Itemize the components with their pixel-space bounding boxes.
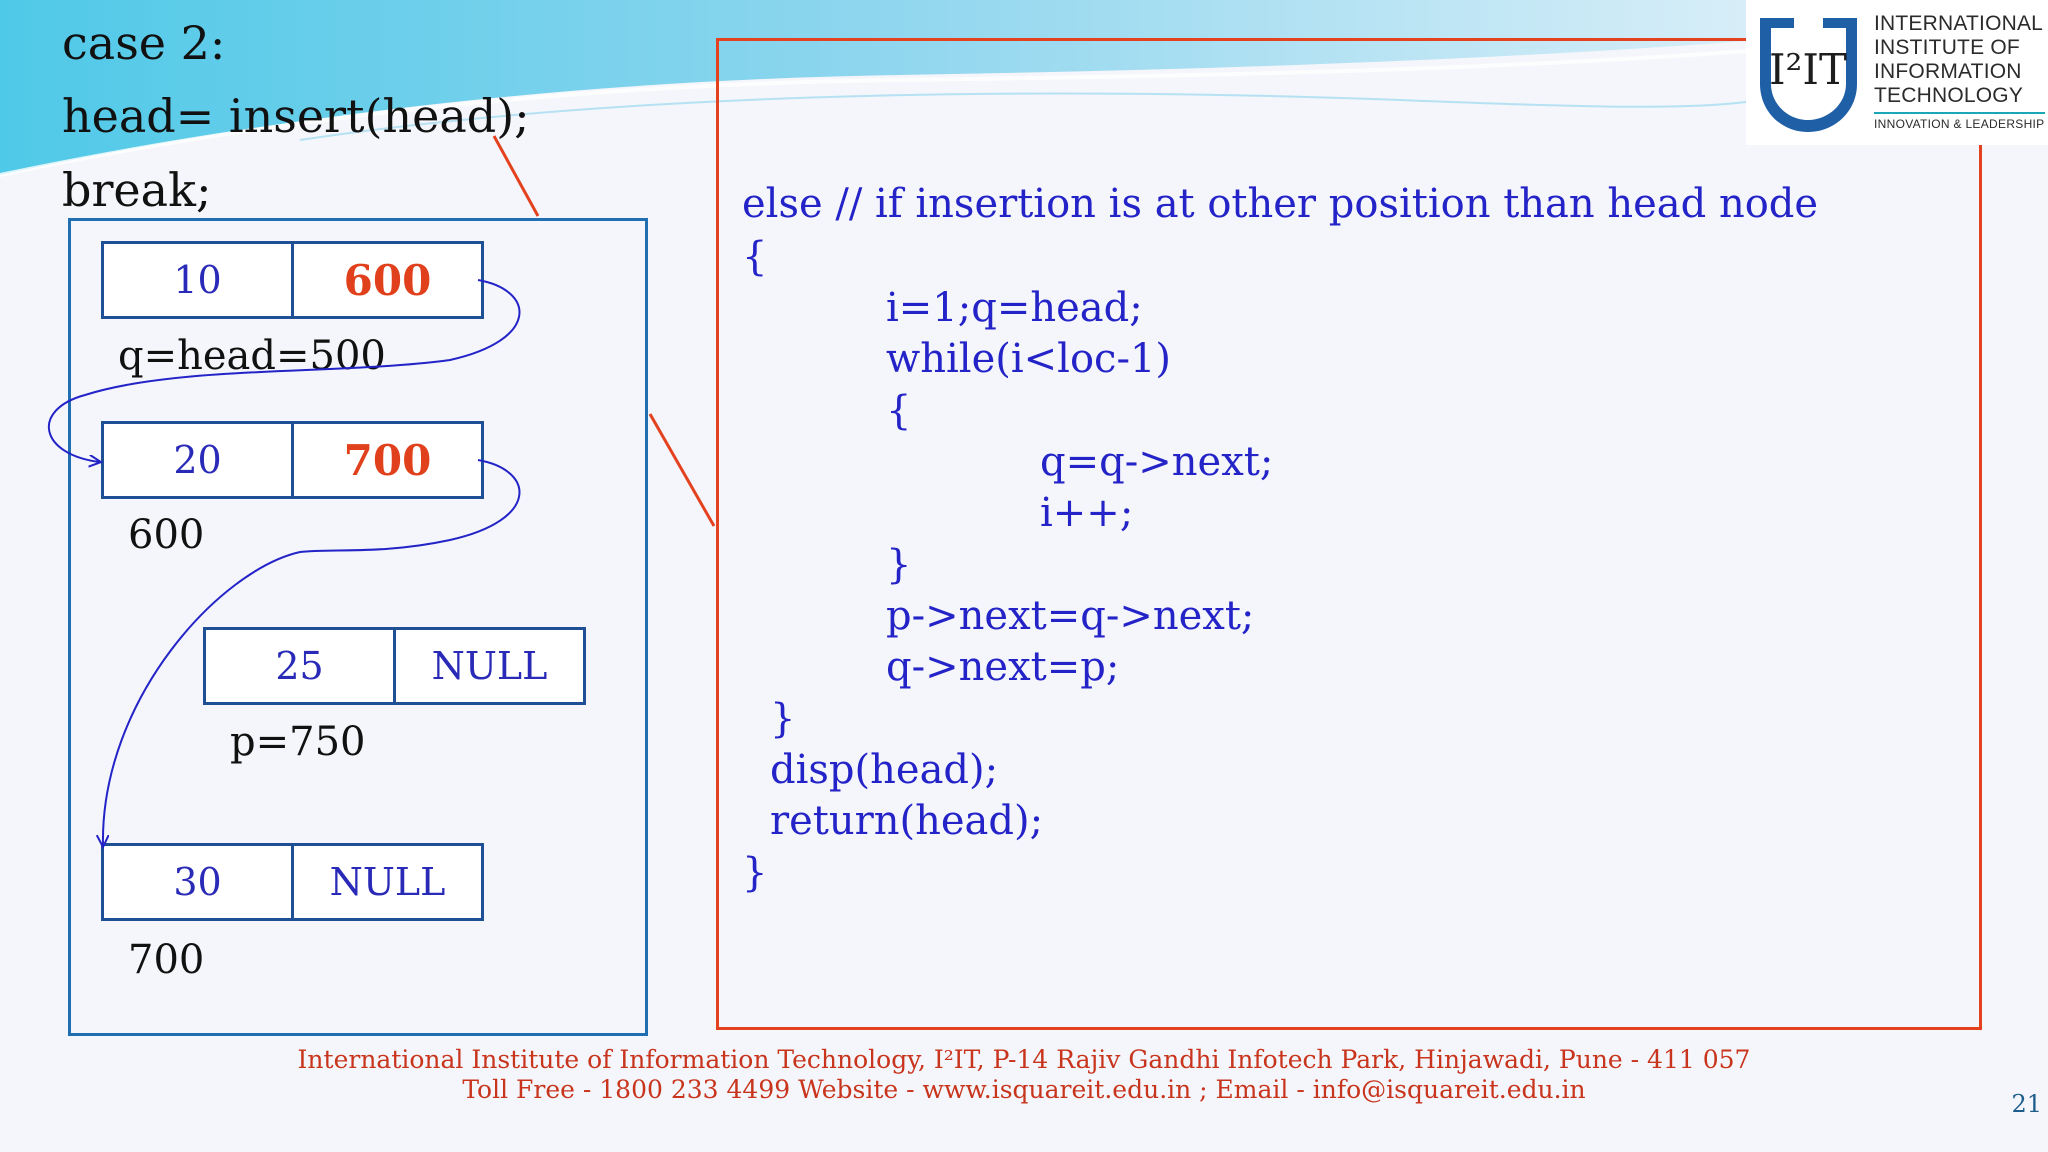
code-line: else // if insertion is at other positio…	[742, 181, 1819, 227]
code-line: disp(head);	[770, 747, 999, 793]
code-line: p->next=q->next;	[886, 593, 1255, 639]
logo-name: INTERNATIONAL INSTITUTE OF INFORMATION T…	[1874, 12, 2044, 107]
code-line: return(head);	[770, 798, 1044, 844]
code-line: q->next=p;	[886, 644, 1120, 690]
code-line: q=q->next;	[1040, 439, 1274, 485]
node-25: 25 NULL	[203, 627, 586, 705]
node-address: q=head=500	[118, 333, 386, 379]
code-line: }	[770, 696, 796, 742]
code-line: i++;	[1040, 490, 1134, 536]
code-line: }	[886, 542, 912, 588]
insert-call: head= insert(head);	[62, 89, 530, 143]
node-30: 30 NULL	[101, 843, 484, 921]
code-line: while(i<loc-1)	[886, 336, 1172, 382]
code-line: }	[742, 850, 768, 896]
i2it-logo-icon: I²IT	[1760, 18, 1857, 132]
node-10: 10 600	[101, 241, 484, 319]
node-data: 30	[173, 860, 222, 904]
node-data: 20	[173, 438, 222, 482]
code-line: {	[886, 388, 912, 434]
logo-mark-text: I²IT	[1769, 45, 1847, 94]
code-box	[716, 38, 1982, 1030]
footer-address: International Institute of Information T…	[297, 1045, 1751, 1074]
node-20: 20 700	[101, 421, 484, 499]
code-line: {	[742, 234, 768, 280]
footer-contact: Toll Free - 1800 233 4499 Website - www.…	[462, 1075, 1586, 1104]
break-statement: break;	[62, 163, 212, 217]
node-address: 600	[128, 512, 205, 558]
logo-tagline: INNOVATION & LEADERSHIP	[1874, 112, 2045, 131]
node-address: 700	[128, 937, 205, 983]
code-line: i=1;q=head;	[886, 285, 1143, 331]
node-next-pointer: 600	[291, 244, 481, 316]
node-next-pointer: 700	[291, 424, 481, 496]
node-next-pointer: NULL	[291, 846, 481, 918]
case-label: case 2:	[62, 16, 226, 70]
linked-list-diagram	[68, 218, 648, 1036]
page-number: 21	[2011, 1090, 2042, 1118]
node-next-pointer: NULL	[393, 630, 583, 702]
node-address: p=750	[230, 719, 366, 765]
node-data: 25	[275, 644, 324, 688]
institute-logo: I²IT INTERNATIONAL INSTITUTE OF INFORMAT…	[1746, 0, 2048, 145]
node-data: 10	[173, 258, 222, 302]
